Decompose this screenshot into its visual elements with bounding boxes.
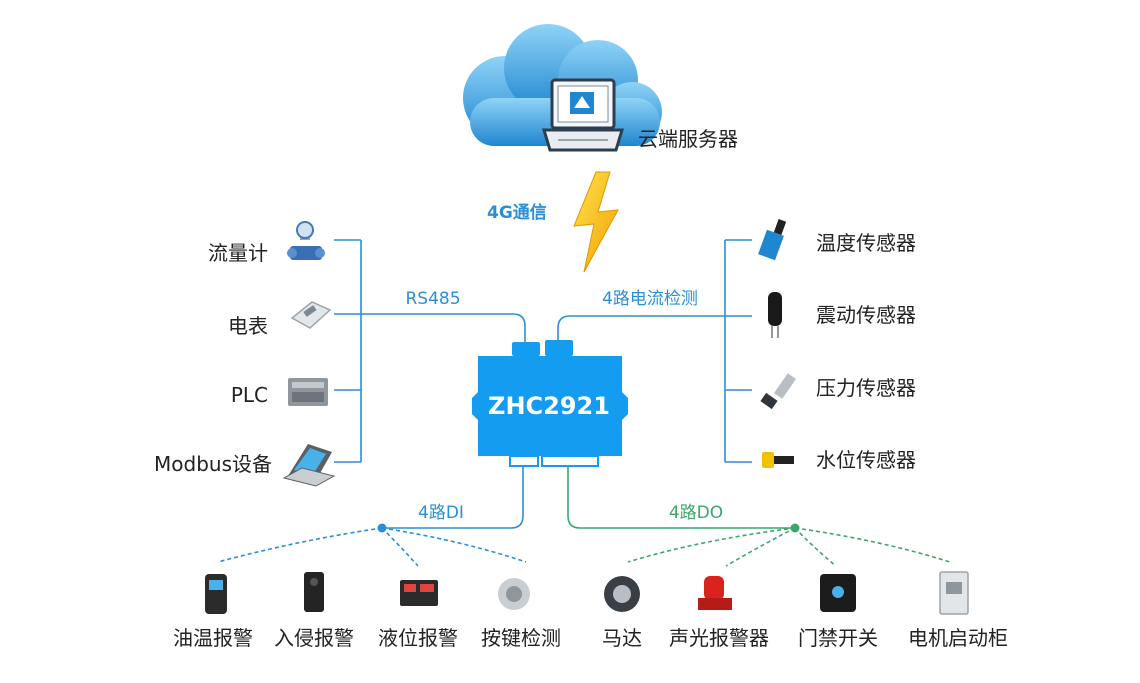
do-device-label-0: 马达 — [602, 626, 642, 650]
button-detect-icon — [498, 578, 530, 610]
di-device-label-2: 液位报警 — [378, 626, 458, 650]
do-device-label-1: 声光报警器 — [669, 626, 769, 650]
right-sensor-label-1: 震动传感器 — [816, 303, 916, 327]
do-device-label-3: 电机启动柜 — [908, 626, 1008, 650]
left-device-label-3: Modbus设备 — [154, 452, 272, 476]
do-device-label-2: 门禁开关 — [798, 626, 878, 650]
flowmeter-icon — [287, 221, 325, 260]
left-device-label-0: 流量计 — [208, 241, 268, 265]
strobe-alarm-icon — [698, 576, 732, 610]
di-node — [377, 523, 387, 533]
pressure-sensor-icon — [760, 373, 796, 410]
left-device-label-2: PLC — [231, 383, 268, 407]
right-sensor-label-3: 水位传感器 — [816, 448, 916, 472]
di-device-label-0: 油温报警 — [173, 626, 253, 650]
vibration-sensor-icon — [768, 292, 782, 338]
link-4g-label: 4G通信 — [487, 202, 547, 223]
access-switch-icon — [820, 574, 856, 612]
modbus-device-icon — [282, 444, 336, 487]
current-bus — [557, 239, 752, 463]
oil-temp-alarm-icon — [205, 574, 227, 614]
motor-icon — [604, 576, 640, 612]
intrusion-alarm-icon — [304, 572, 324, 612]
gateway-device — [472, 340, 628, 467]
do-label: 4路DO — [669, 503, 723, 523]
do-node — [790, 523, 800, 533]
temperature-sensor-icon — [758, 219, 787, 261]
current-label: 4路电流检测 — [602, 289, 698, 309]
di-label: 4路DI — [418, 503, 464, 523]
rs485-label: RS485 — [405, 289, 460, 309]
plc-icon — [288, 378, 328, 406]
di-device-label-3: 按键检测 — [481, 626, 561, 650]
motor-starter-icon — [939, 571, 969, 615]
di-device-label-1: 入侵报警 — [274, 626, 354, 650]
left-device-label-1: 电表 — [228, 314, 268, 338]
right-sensor-label-2: 压力传感器 — [816, 376, 916, 400]
water-level-sensor-icon — [762, 452, 794, 468]
laptop-icon — [541, 78, 625, 152]
di-device-labels: 油温报警入侵报警液位报警按键检测 — [173, 626, 561, 650]
cloud-label: 云端服务器 — [638, 127, 738, 151]
right-sensor-label-0: 温度传感器 — [816, 231, 916, 255]
device-label: ZHC2921 — [488, 392, 610, 420]
do-bus — [567, 466, 951, 567]
meter-icon — [290, 301, 332, 329]
do-device-labels: 马达 声光报警器 门禁开关 电机启动柜 — [602, 626, 1008, 650]
level-alarm-icon — [400, 580, 438, 606]
di-bus — [217, 466, 527, 567]
rs485-bus — [334, 239, 526, 463]
lightning-icon — [573, 171, 619, 273]
